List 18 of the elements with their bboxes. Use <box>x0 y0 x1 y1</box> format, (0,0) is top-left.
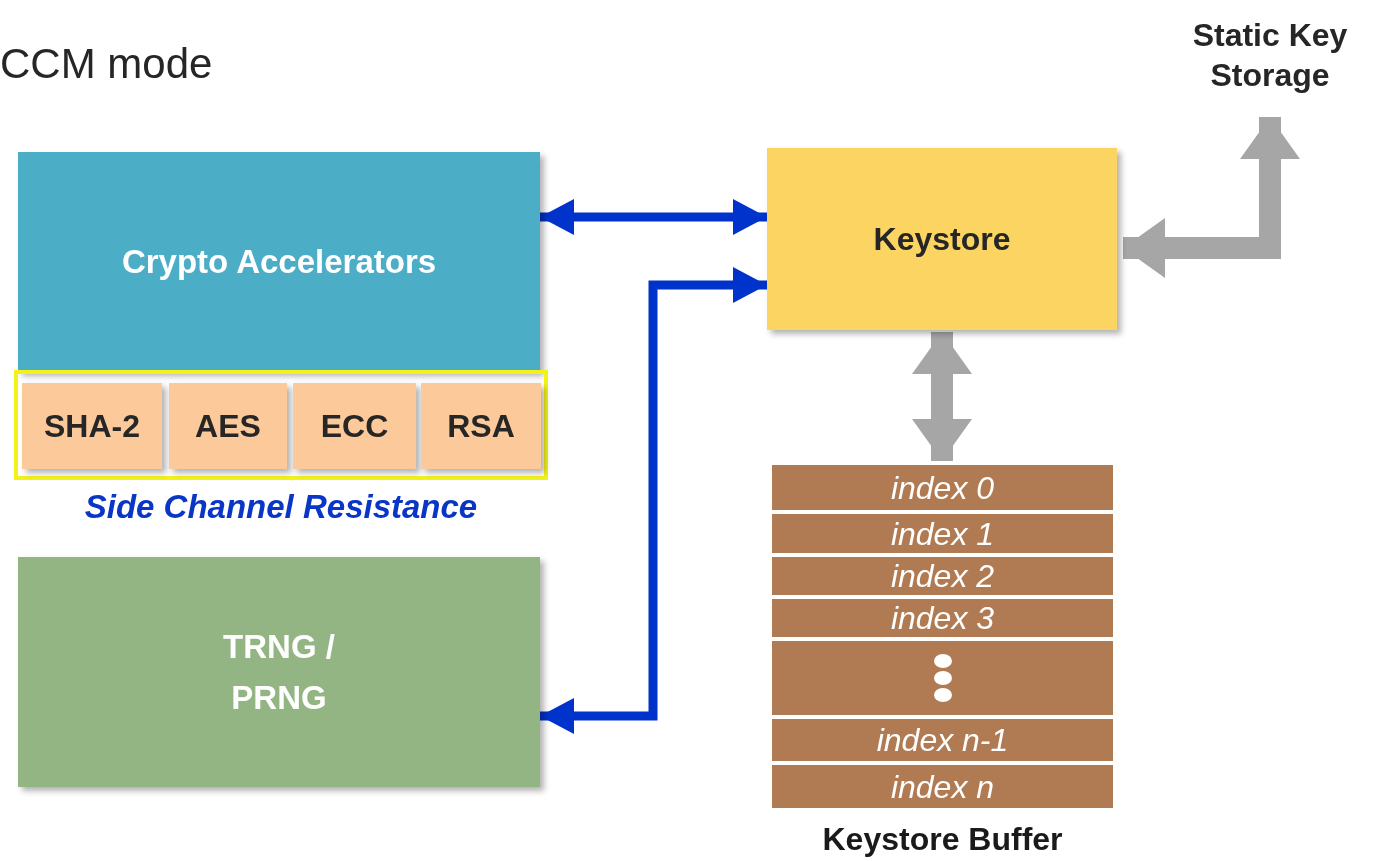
buffer-row: index 2 <box>772 557 1113 595</box>
crypto-block: Crypto Accelerators <box>18 152 540 372</box>
algorithm-box: ECC <box>293 383 416 469</box>
buffer-row: index n <box>772 765 1113 808</box>
buffer-row: index n-1 <box>772 719 1113 761</box>
title: CCM mode <box>0 40 213 88</box>
group-heading: Side Channel Resistance <box>83 488 479 526</box>
keystore-block: Keystore <box>767 148 1117 330</box>
algorithm-box: SHA-2 <box>22 383 162 469</box>
buffer-row: index 0 <box>772 465 1113 510</box>
buffer-row: index 3 <box>772 599 1113 637</box>
algorithm-box: AES <box>169 383 287 469</box>
algorithm-box: RSA <box>421 383 541 469</box>
buffer-heading: Keystore Buffer <box>821 821 1064 858</box>
buffer-row <box>772 641 1113 715</box>
rng-block: TRNG / PRNG <box>18 557 540 787</box>
buffer-row: index 1 <box>772 514 1113 553</box>
storage-label: Static Key Storage <box>1170 5 1370 105</box>
